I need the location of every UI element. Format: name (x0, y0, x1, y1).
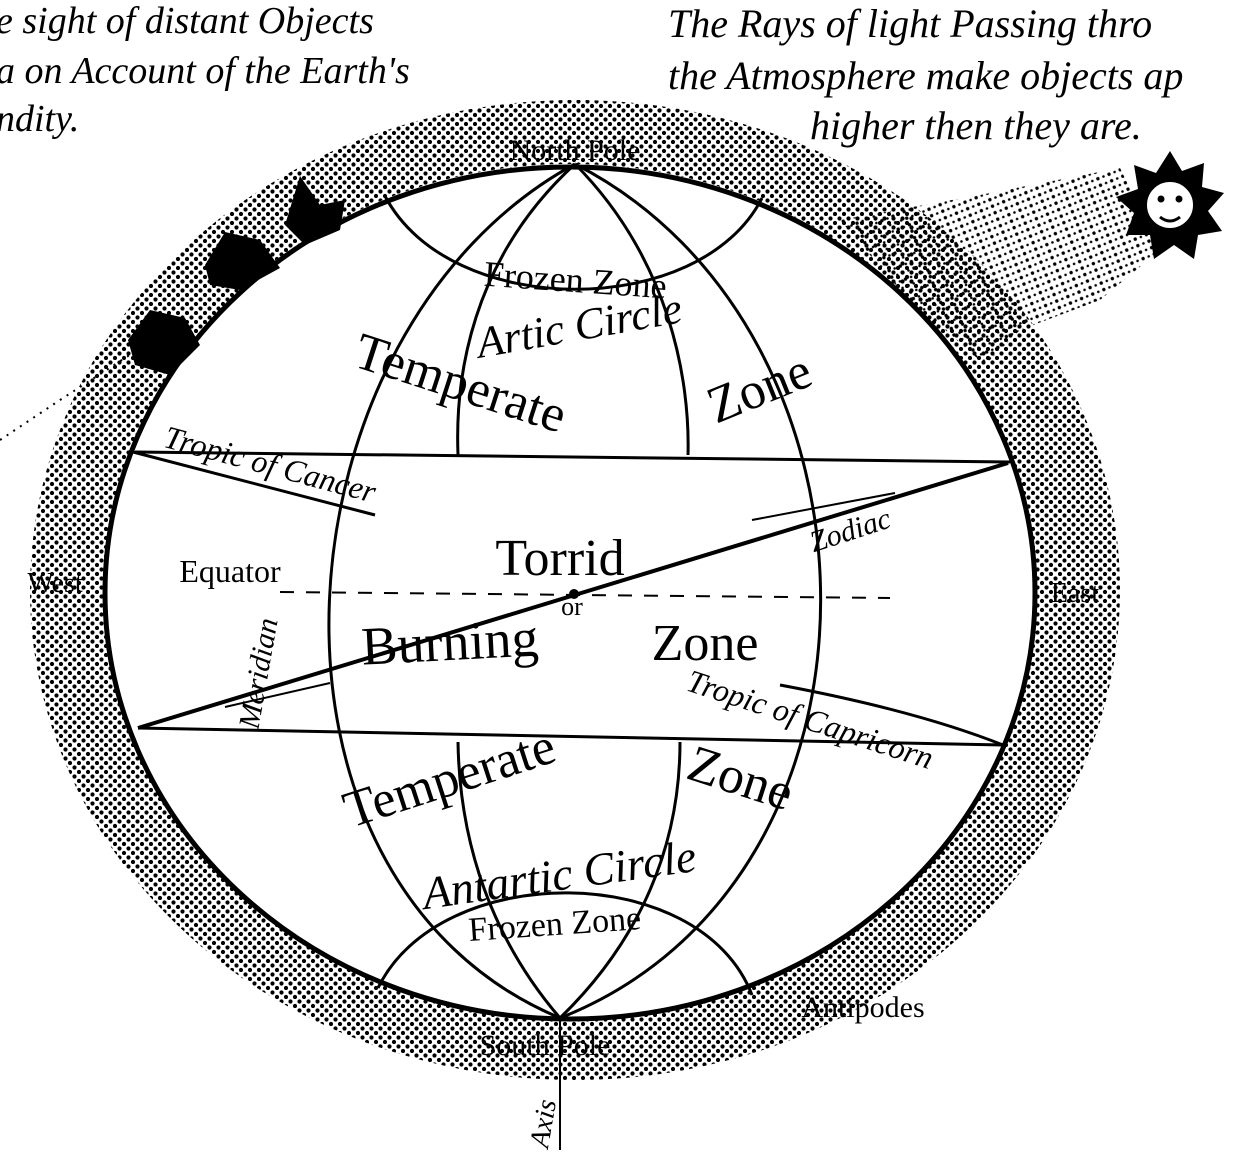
refracted-ray-left (0, 344, 146, 441)
tree-icon (128, 176, 345, 375)
caption-left-line-3: ndity. (0, 98, 80, 140)
zone-center-label: Zone (652, 615, 759, 672)
antipodes-label: Antipodes (801, 991, 924, 1024)
earth-centre (569, 589, 579, 599)
zodiac-band (224, 492, 896, 708)
south-pole-label: South Pole (480, 1029, 611, 1062)
caption-right-line-2: the Atmosphere make objects ap (668, 53, 1184, 98)
caption-left-line-2: a on Account of the Earth's (0, 50, 410, 92)
caption-right-line-1: The Rays of light Passing thro (668, 1, 1153, 46)
torrid-label: Torrid (495, 530, 624, 587)
burning-label: Burning (360, 607, 540, 676)
or-label: or (561, 592, 583, 621)
west-label: West (27, 568, 83, 599)
east-label: East (1051, 578, 1099, 609)
north-pole-label: North Pole (510, 134, 641, 167)
light-rays (840, 168, 1160, 365)
sun-face-icon (1116, 151, 1224, 259)
axis-label: Axis (524, 1097, 563, 1152)
caption-left-line-1: e sight of distant Objects (0, 0, 374, 42)
equator-label: Equator (179, 553, 281, 589)
caption-right-line-3: higher then they are. (810, 103, 1142, 148)
meridian-lines (132, 162, 1011, 1020)
